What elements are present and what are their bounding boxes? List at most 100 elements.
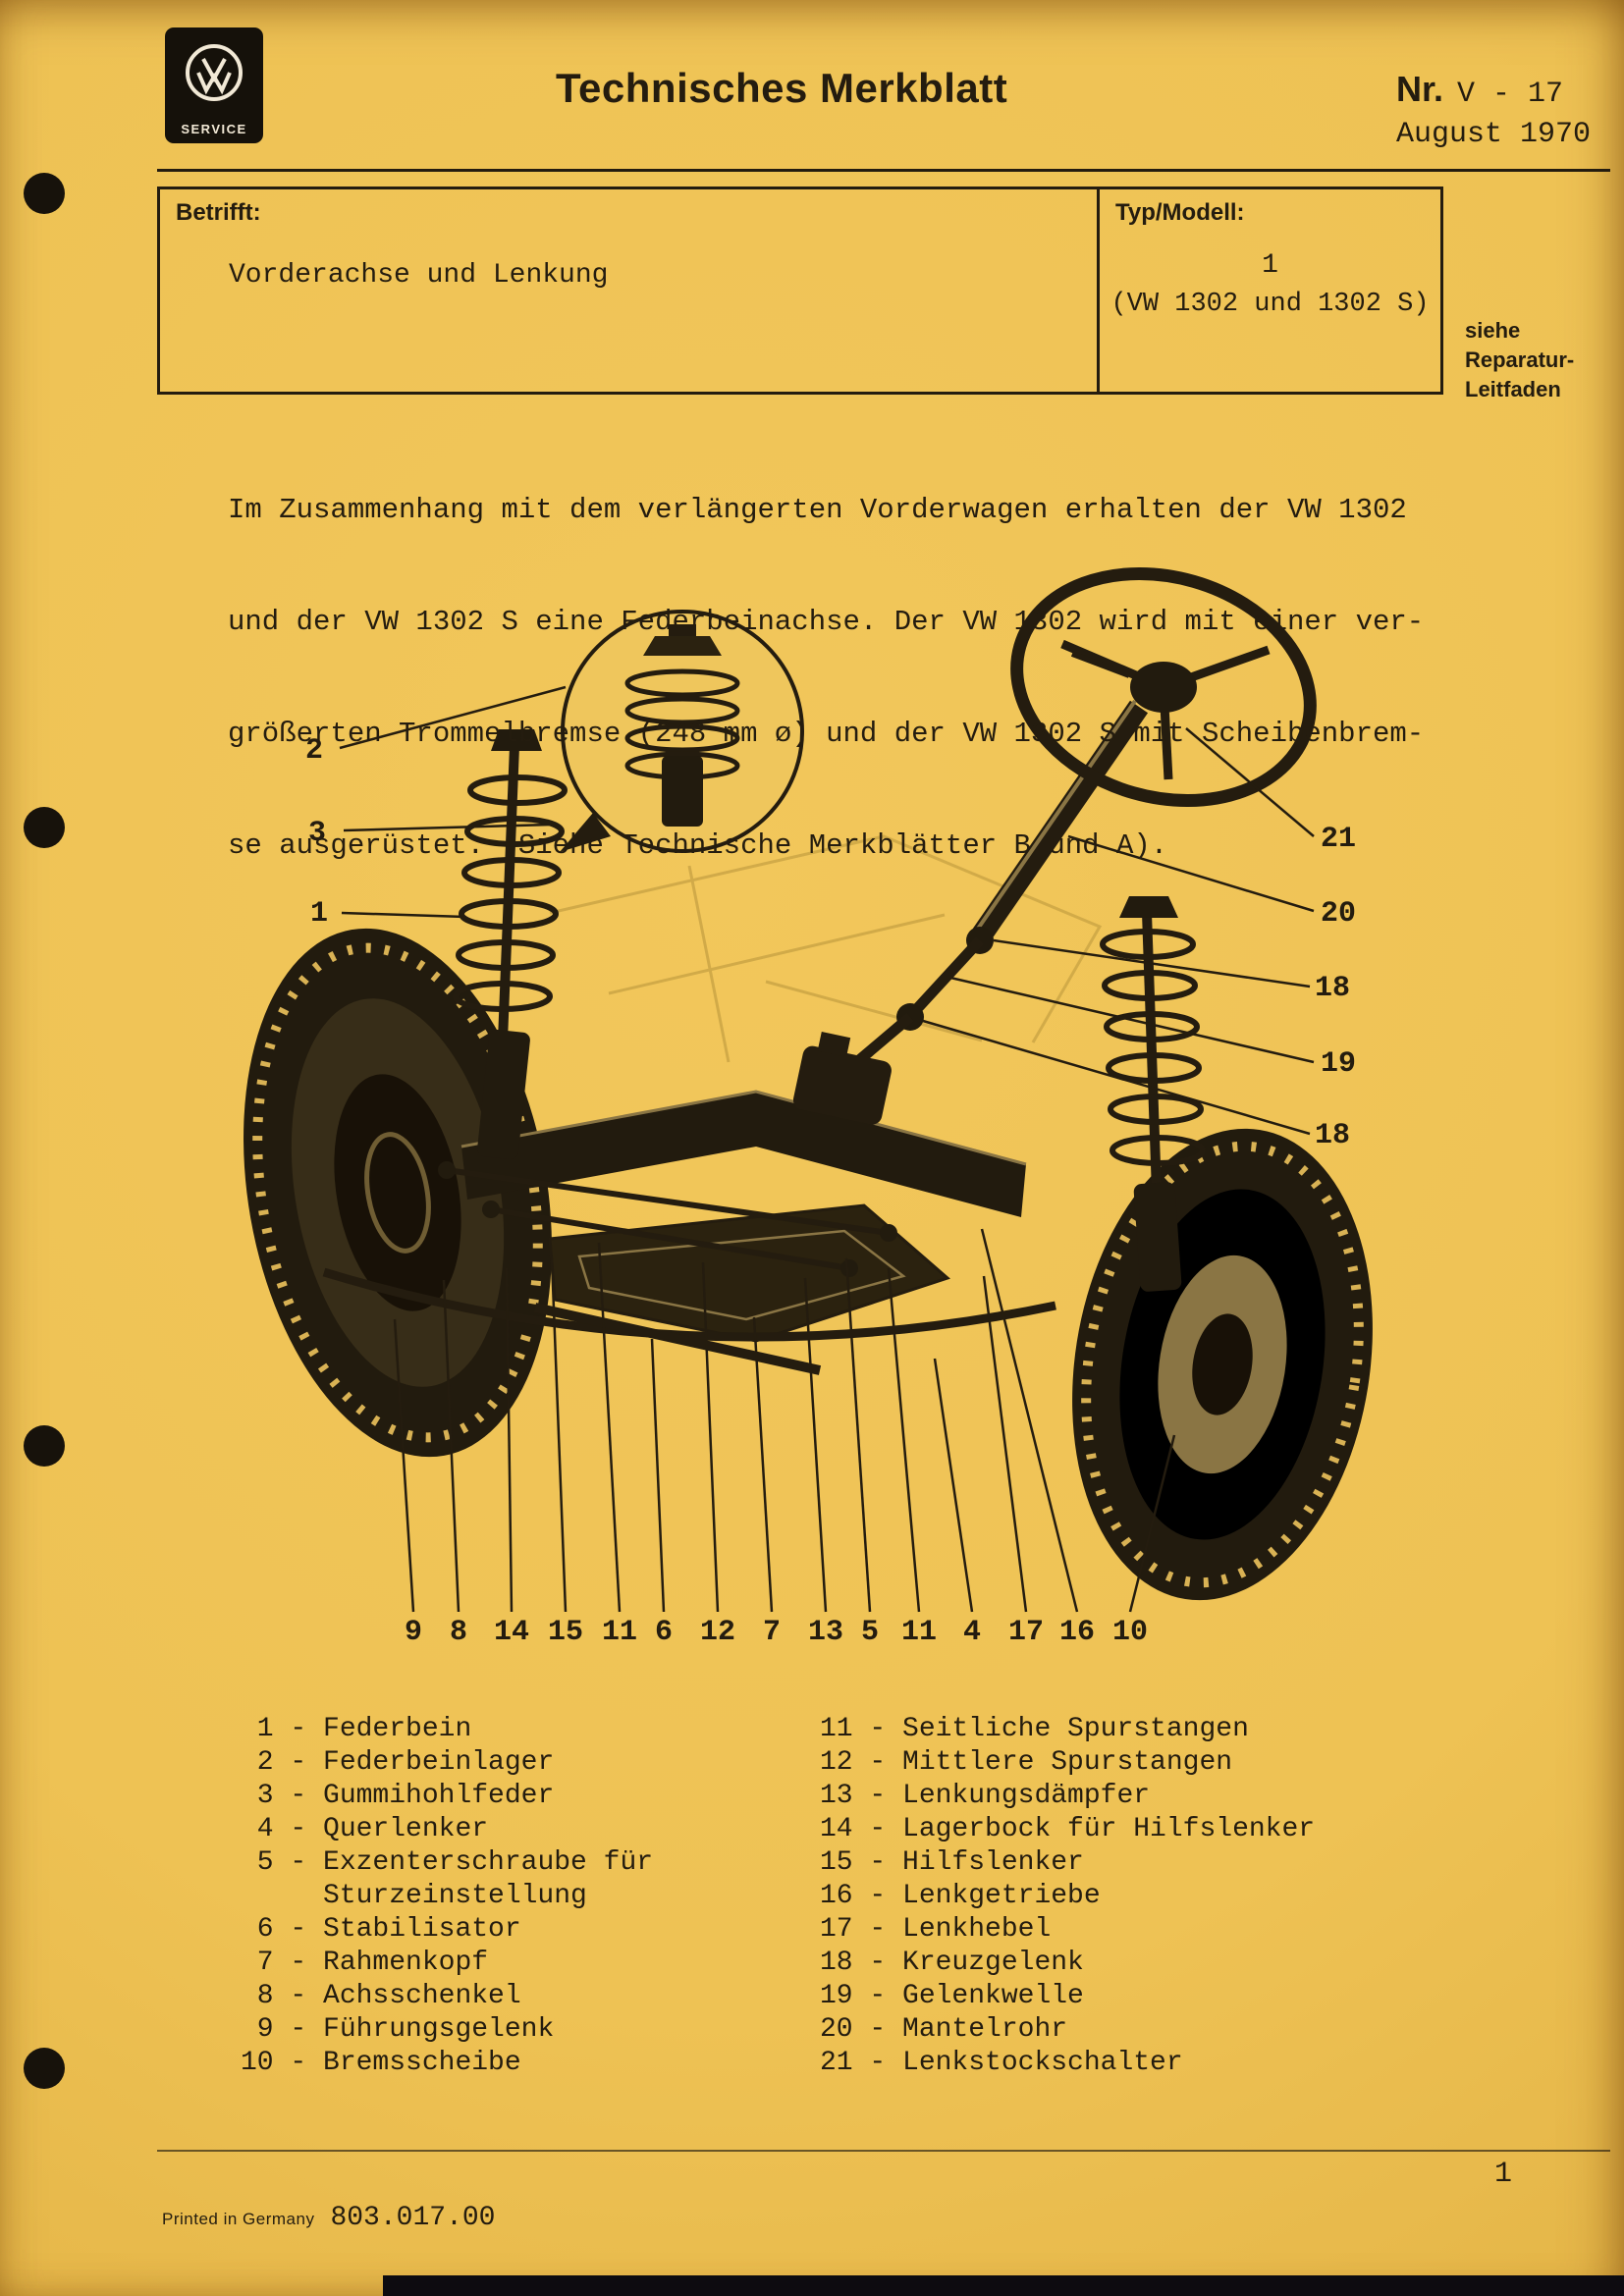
document-title: Technisches Merkblatt bbox=[556, 65, 1008, 111]
legend-item-text: Kreuzgelenk bbox=[902, 1948, 1084, 1978]
legend-item-18: 18 - Kreuzgelenk bbox=[820, 1947, 1315, 1980]
legend-item-number: 4 bbox=[256, 1814, 274, 1844]
typ-value-line1: 1 bbox=[1262, 250, 1278, 281]
legend-item-text: Federbeinlager bbox=[323, 1747, 555, 1778]
punch-hole bbox=[24, 1425, 65, 1467]
legend-item-15: 15 - Hilfslenker bbox=[820, 1846, 1315, 1880]
legend-item-11: 11 - Seitliche Spurstangen bbox=[820, 1713, 1315, 1746]
callout-14: 14 bbox=[493, 1616, 530, 1649]
legend-item-text: Hilfslenker bbox=[902, 1847, 1084, 1878]
vw-roundel-icon bbox=[186, 44, 243, 101]
legend-item-text: Stabilisator bbox=[323, 1914, 521, 1945]
legend-item-1: 1 - Federbein bbox=[241, 1713, 653, 1746]
typ-modell-label: Typ/Modell: bbox=[1115, 199, 1245, 226]
steering-gear bbox=[792, 1032, 892, 1125]
legend-item-dash: - bbox=[273, 1747, 324, 1778]
typ-value-line2: (VW 1302 und 1302 S) bbox=[1110, 290, 1430, 319]
legend-item-number: 13 bbox=[820, 1781, 853, 1811]
legend-item-dash: - bbox=[852, 1847, 903, 1878]
callout-4: 4 bbox=[962, 1616, 982, 1649]
legend-item-dash: - bbox=[852, 2048, 903, 2078]
legend-item-5-continued: Sturzeinstellung bbox=[241, 1880, 653, 1913]
legend-item-21: 21 - Lenkstockschalter bbox=[820, 2047, 1315, 2080]
legend-item-number: 17 bbox=[820, 1914, 853, 1945]
body-line: größerten Trommelbremse (248 mm ø) und d… bbox=[228, 718, 1425, 750]
legend-item-6: 6 - Stabilisator bbox=[241, 1913, 653, 1947]
legend-item-dash: - bbox=[273, 1714, 324, 1744]
stabilizer-bar bbox=[322, 1267, 1056, 1342]
punch-hole bbox=[24, 807, 65, 848]
legend-item-text: Rahmenkopf bbox=[323, 1948, 489, 1978]
legend-item-14: 14 - Lagerbock für Hilfslenker bbox=[820, 1813, 1315, 1846]
callout-8: 8 bbox=[449, 1616, 468, 1649]
legend-item-20: 20 - Mantelrohr bbox=[820, 2013, 1315, 2047]
legend-item-number: 8 bbox=[256, 1981, 274, 2011]
legend-item-number: 21 bbox=[820, 2048, 853, 2078]
legend-item-number: 12 bbox=[820, 1747, 853, 1778]
legend-item-number: 5 bbox=[256, 1847, 274, 1878]
document-date: August 1970 bbox=[1396, 118, 1592, 151]
nr-label: Nr. bbox=[1396, 69, 1444, 109]
legend-item-dash: - bbox=[273, 1914, 324, 1945]
legend-item-number: 14 bbox=[820, 1814, 853, 1844]
nr-value: V - 17 bbox=[1457, 78, 1564, 111]
betrifft-value: Vorderachse und Lenkung bbox=[229, 260, 609, 291]
callout-1: 1 bbox=[309, 897, 329, 931]
document-number: Nr. V - 17 bbox=[1396, 69, 1563, 111]
callout-13: 13 bbox=[807, 1616, 844, 1649]
legend-item-text: Führungsgelenk bbox=[323, 2014, 555, 2045]
legend-item-7: 7 - Rahmenkopf bbox=[241, 1947, 653, 1980]
callout-18: 18 bbox=[1314, 1119, 1351, 1152]
legend-item-text: Bremsscheibe bbox=[323, 2048, 521, 2078]
legend-item-dash: - bbox=[852, 1881, 903, 1911]
callout-18: 18 bbox=[1314, 972, 1351, 1005]
body-line: se ausgerüstet. (Siehe Technische Merkbl… bbox=[228, 829, 1168, 862]
tie-rods bbox=[446, 1167, 890, 1271]
callout-2: 2 bbox=[304, 734, 324, 768]
legend-item-text: Mittlere Spurstangen bbox=[902, 1747, 1233, 1778]
legend-item-dash: - bbox=[273, 1847, 324, 1878]
vw-service-logo: SERVICE bbox=[165, 27, 263, 143]
legend-item-text: Gelenkwelle bbox=[902, 1981, 1084, 2011]
legend-item-number: 10 bbox=[241, 2048, 274, 2078]
left-wheel bbox=[244, 928, 552, 1458]
legend-item-number: 20 bbox=[820, 2014, 853, 2045]
legend-item-number: 1 bbox=[256, 1714, 274, 1744]
printed-in-germany-label: Printed in Germany bbox=[162, 2210, 315, 2228]
subject-type-box: Betrifft: Vorderachse und Lenkung Typ/Mo… bbox=[157, 187, 1443, 395]
scan-edge-strip bbox=[383, 2275, 1624, 2296]
typ-modell-cell: Typ/Modell: 1 (VW 1302 und 1302 S) bbox=[1100, 189, 1440, 392]
right-strut bbox=[1100, 896, 1206, 1292]
callout-7: 7 bbox=[762, 1616, 782, 1649]
legend-item-dash: - bbox=[273, 1948, 324, 1978]
legend-item-text: Federbein bbox=[323, 1714, 472, 1744]
legend-item-text: Lenkungsdämpfer bbox=[902, 1781, 1151, 1811]
legend-item-dash: - bbox=[852, 1948, 903, 1978]
callout-10: 10 bbox=[1111, 1616, 1149, 1649]
legend-item-text: Lenkhebel bbox=[902, 1914, 1052, 1945]
callout-11: 11 bbox=[900, 1616, 938, 1649]
legend-item-text: Querlenker bbox=[323, 1814, 489, 1844]
callout-21: 21 bbox=[1320, 823, 1357, 856]
legend-item-16: 16 - Lenkgetriebe bbox=[820, 1880, 1315, 1913]
legend-item-number: 19 bbox=[820, 1981, 853, 2011]
body-paragraph: Im Zusammenhang mit dem verlängerten Vor… bbox=[228, 417, 1424, 939]
legend-item-dash: - bbox=[852, 1714, 903, 1744]
legend-item-8: 8 - Achsschenkel bbox=[241, 1980, 653, 2013]
callout-6: 6 bbox=[654, 1616, 674, 1649]
betrifft-cell: Betrifft: Vorderachse und Lenkung bbox=[160, 189, 1100, 392]
legend-item-number: 18 bbox=[820, 1948, 853, 1978]
legend-item-text: Lenkstockschalter bbox=[902, 2048, 1183, 2078]
legend-item-3: 3 - Gummihohlfeder bbox=[241, 1780, 653, 1813]
callout-20: 20 bbox=[1320, 897, 1357, 931]
legend-item-text: Lagerbock für Hilfslenker bbox=[902, 1814, 1316, 1844]
callout-11: 11 bbox=[601, 1616, 638, 1649]
legend-item-17: 17 - Lenkhebel bbox=[820, 1913, 1315, 1947]
legend-item-number: 7 bbox=[256, 1948, 274, 1978]
legend-item-dash: - bbox=[273, 1981, 324, 2011]
legend-item-dash: - bbox=[273, 2048, 324, 2078]
side-note-line: siehe bbox=[1465, 318, 1521, 343]
legend-item-10: 10 - Bremsscheibe bbox=[241, 2047, 653, 2080]
